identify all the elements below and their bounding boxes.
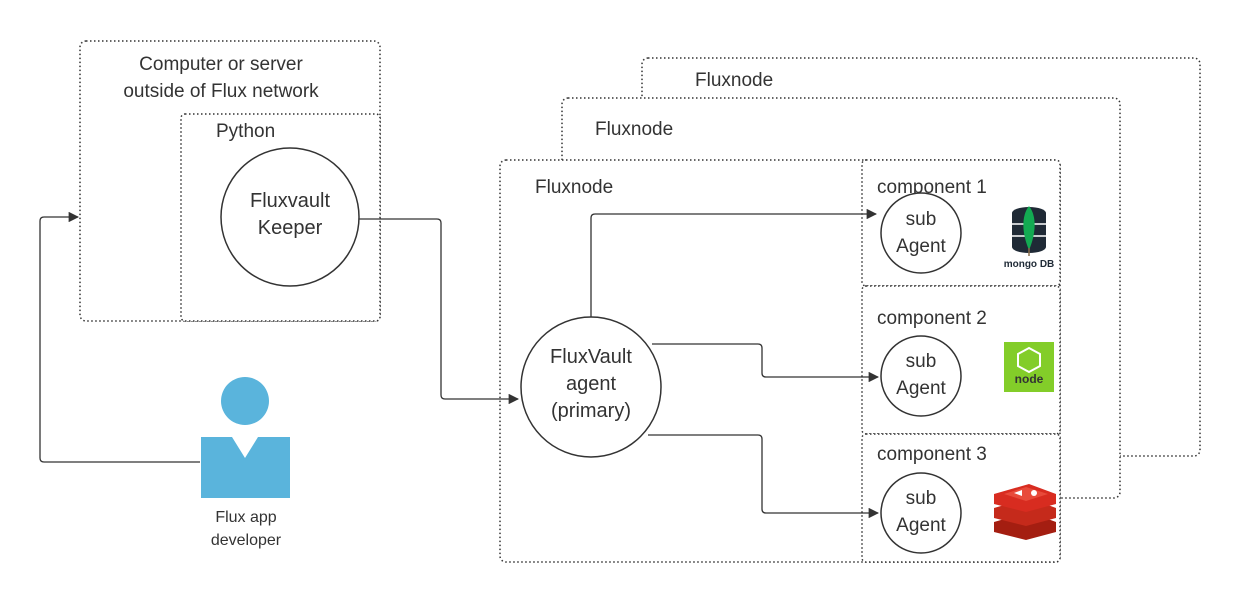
component-2-label: component 2	[877, 308, 987, 329]
sub-agent-2-line1: sub	[906, 351, 937, 372]
sub-agent-3-line2: Agent	[896, 515, 946, 536]
external-server-label-line2: outside of Flux network	[123, 81, 319, 102]
sub-agent-1-node	[880, 192, 962, 274]
sub-agent-1-line1: sub	[906, 209, 937, 230]
external-server-label-line1: Computer or server	[139, 54, 303, 75]
sub-agent-2-node	[880, 335, 962, 417]
redis-logo-icon	[990, 478, 1058, 540]
nodejs-logo-icon: node	[1004, 342, 1054, 392]
nodejs-logo-text: node	[1015, 372, 1044, 386]
agent-label-line2: agent	[566, 373, 616, 395]
sub-agent-2-line2: Agent	[896, 378, 946, 399]
developer-label-line1: Flux app	[215, 509, 276, 526]
mongodb-logo-text: mongo DB	[1004, 259, 1055, 270]
arrow-developer-to-server	[39, 211, 200, 463]
sub-agent-3-node	[880, 472, 962, 554]
agent-label-line1: FluxVault	[550, 346, 632, 368]
mongodb-logo-icon: mongo DB	[1003, 201, 1059, 273]
component-1-label: component 1	[877, 177, 987, 198]
arrow-agent-to-sub-agent-3	[648, 434, 880, 519]
arrow-agent-to-sub-agent-1	[590, 208, 878, 317]
fluxvault-keeper-node	[220, 147, 360, 287]
component-3-label: component 3	[877, 444, 987, 465]
fluxnode-middle-label: Fluxnode	[595, 119, 673, 140]
developer-label-line2: developer	[211, 532, 282, 549]
fluxnode-back-label: Fluxnode	[695, 70, 773, 91]
agent-label-line3: (primary)	[551, 400, 631, 422]
keeper-label-line1: Fluxvault	[250, 190, 330, 212]
keeper-label-line2: Keeper	[258, 217, 323, 239]
python-label: Python	[216, 121, 275, 142]
arrow-agent-to-sub-agent-2	[652, 343, 880, 383]
sub-agent-3-line1: sub	[906, 488, 937, 509]
fluxnode-front-label: Fluxnode	[535, 177, 613, 198]
arrow-keeper-to-agent	[359, 218, 520, 405]
sub-agent-1-line2: Agent	[896, 236, 946, 257]
developer-person-icon	[201, 377, 290, 498]
